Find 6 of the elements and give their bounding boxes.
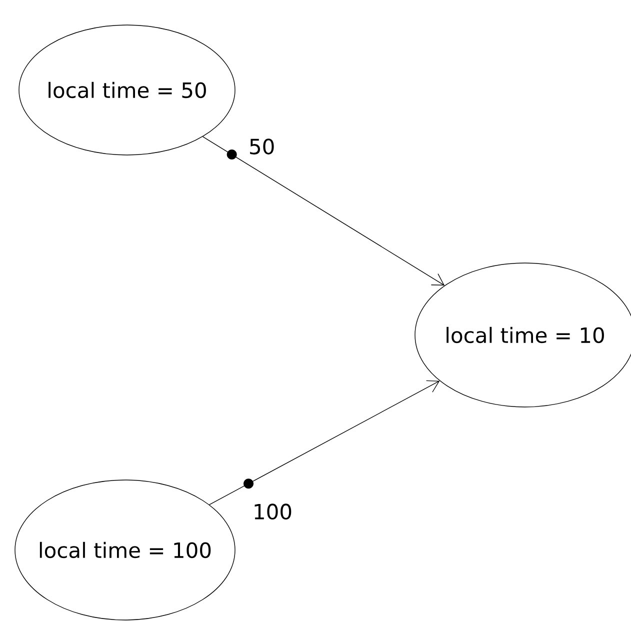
edge-label: 50 [250, 138, 274, 154]
edge-label: 100 [254, 504, 292, 520]
arrow [202, 136, 445, 286]
ellipse-node: local time = 100 [14, 480, 236, 620]
ellipse-node: local time = 50 [18, 24, 236, 156]
arrow [209, 380, 440, 506]
